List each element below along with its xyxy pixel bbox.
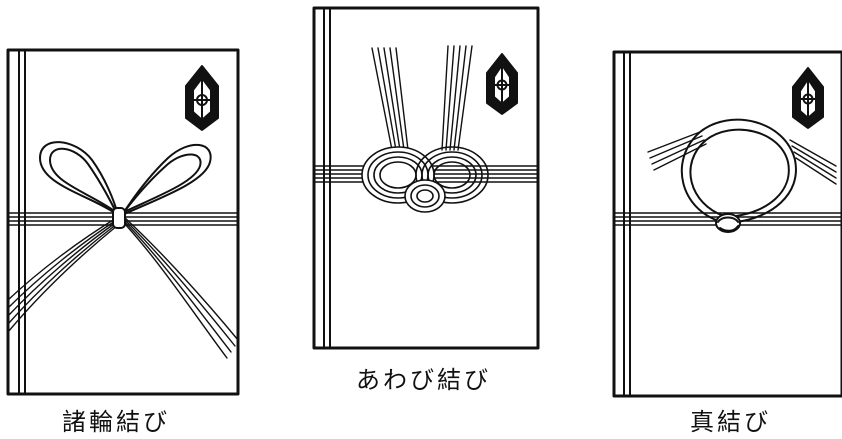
- bow-right-tail: [123, 216, 239, 359]
- awaji-cords-left: [371, 47, 409, 151]
- caption-awaji: あわび結び: [356, 366, 491, 394]
- ma-right-cords: [789, 139, 837, 185]
- envelope-ma: [612, 50, 842, 398]
- awaji-knot: [361, 146, 489, 213]
- envelope-morowa: [6, 48, 240, 396]
- bow-right-loop: [121, 143, 212, 216]
- noshi-ornament-icon: [792, 67, 824, 129]
- ma-knot: [715, 213, 741, 233]
- noshi-ornament-icon: [185, 65, 219, 131]
- noshi-ornament-icon: [486, 53, 518, 115]
- bow-knot: [112, 207, 126, 229]
- awaji-cords-right: [441, 45, 473, 151]
- bow-left-tail: [7, 216, 119, 333]
- ma-loop: [680, 118, 797, 223]
- caption-morowa: 諸輪結び: [62, 408, 170, 436]
- envelope-awaji: [312, 6, 540, 350]
- bow-left-loop: [39, 141, 119, 216]
- caption-ma: 真結び: [690, 408, 771, 436]
- ma-left-cords: [647, 131, 707, 171]
